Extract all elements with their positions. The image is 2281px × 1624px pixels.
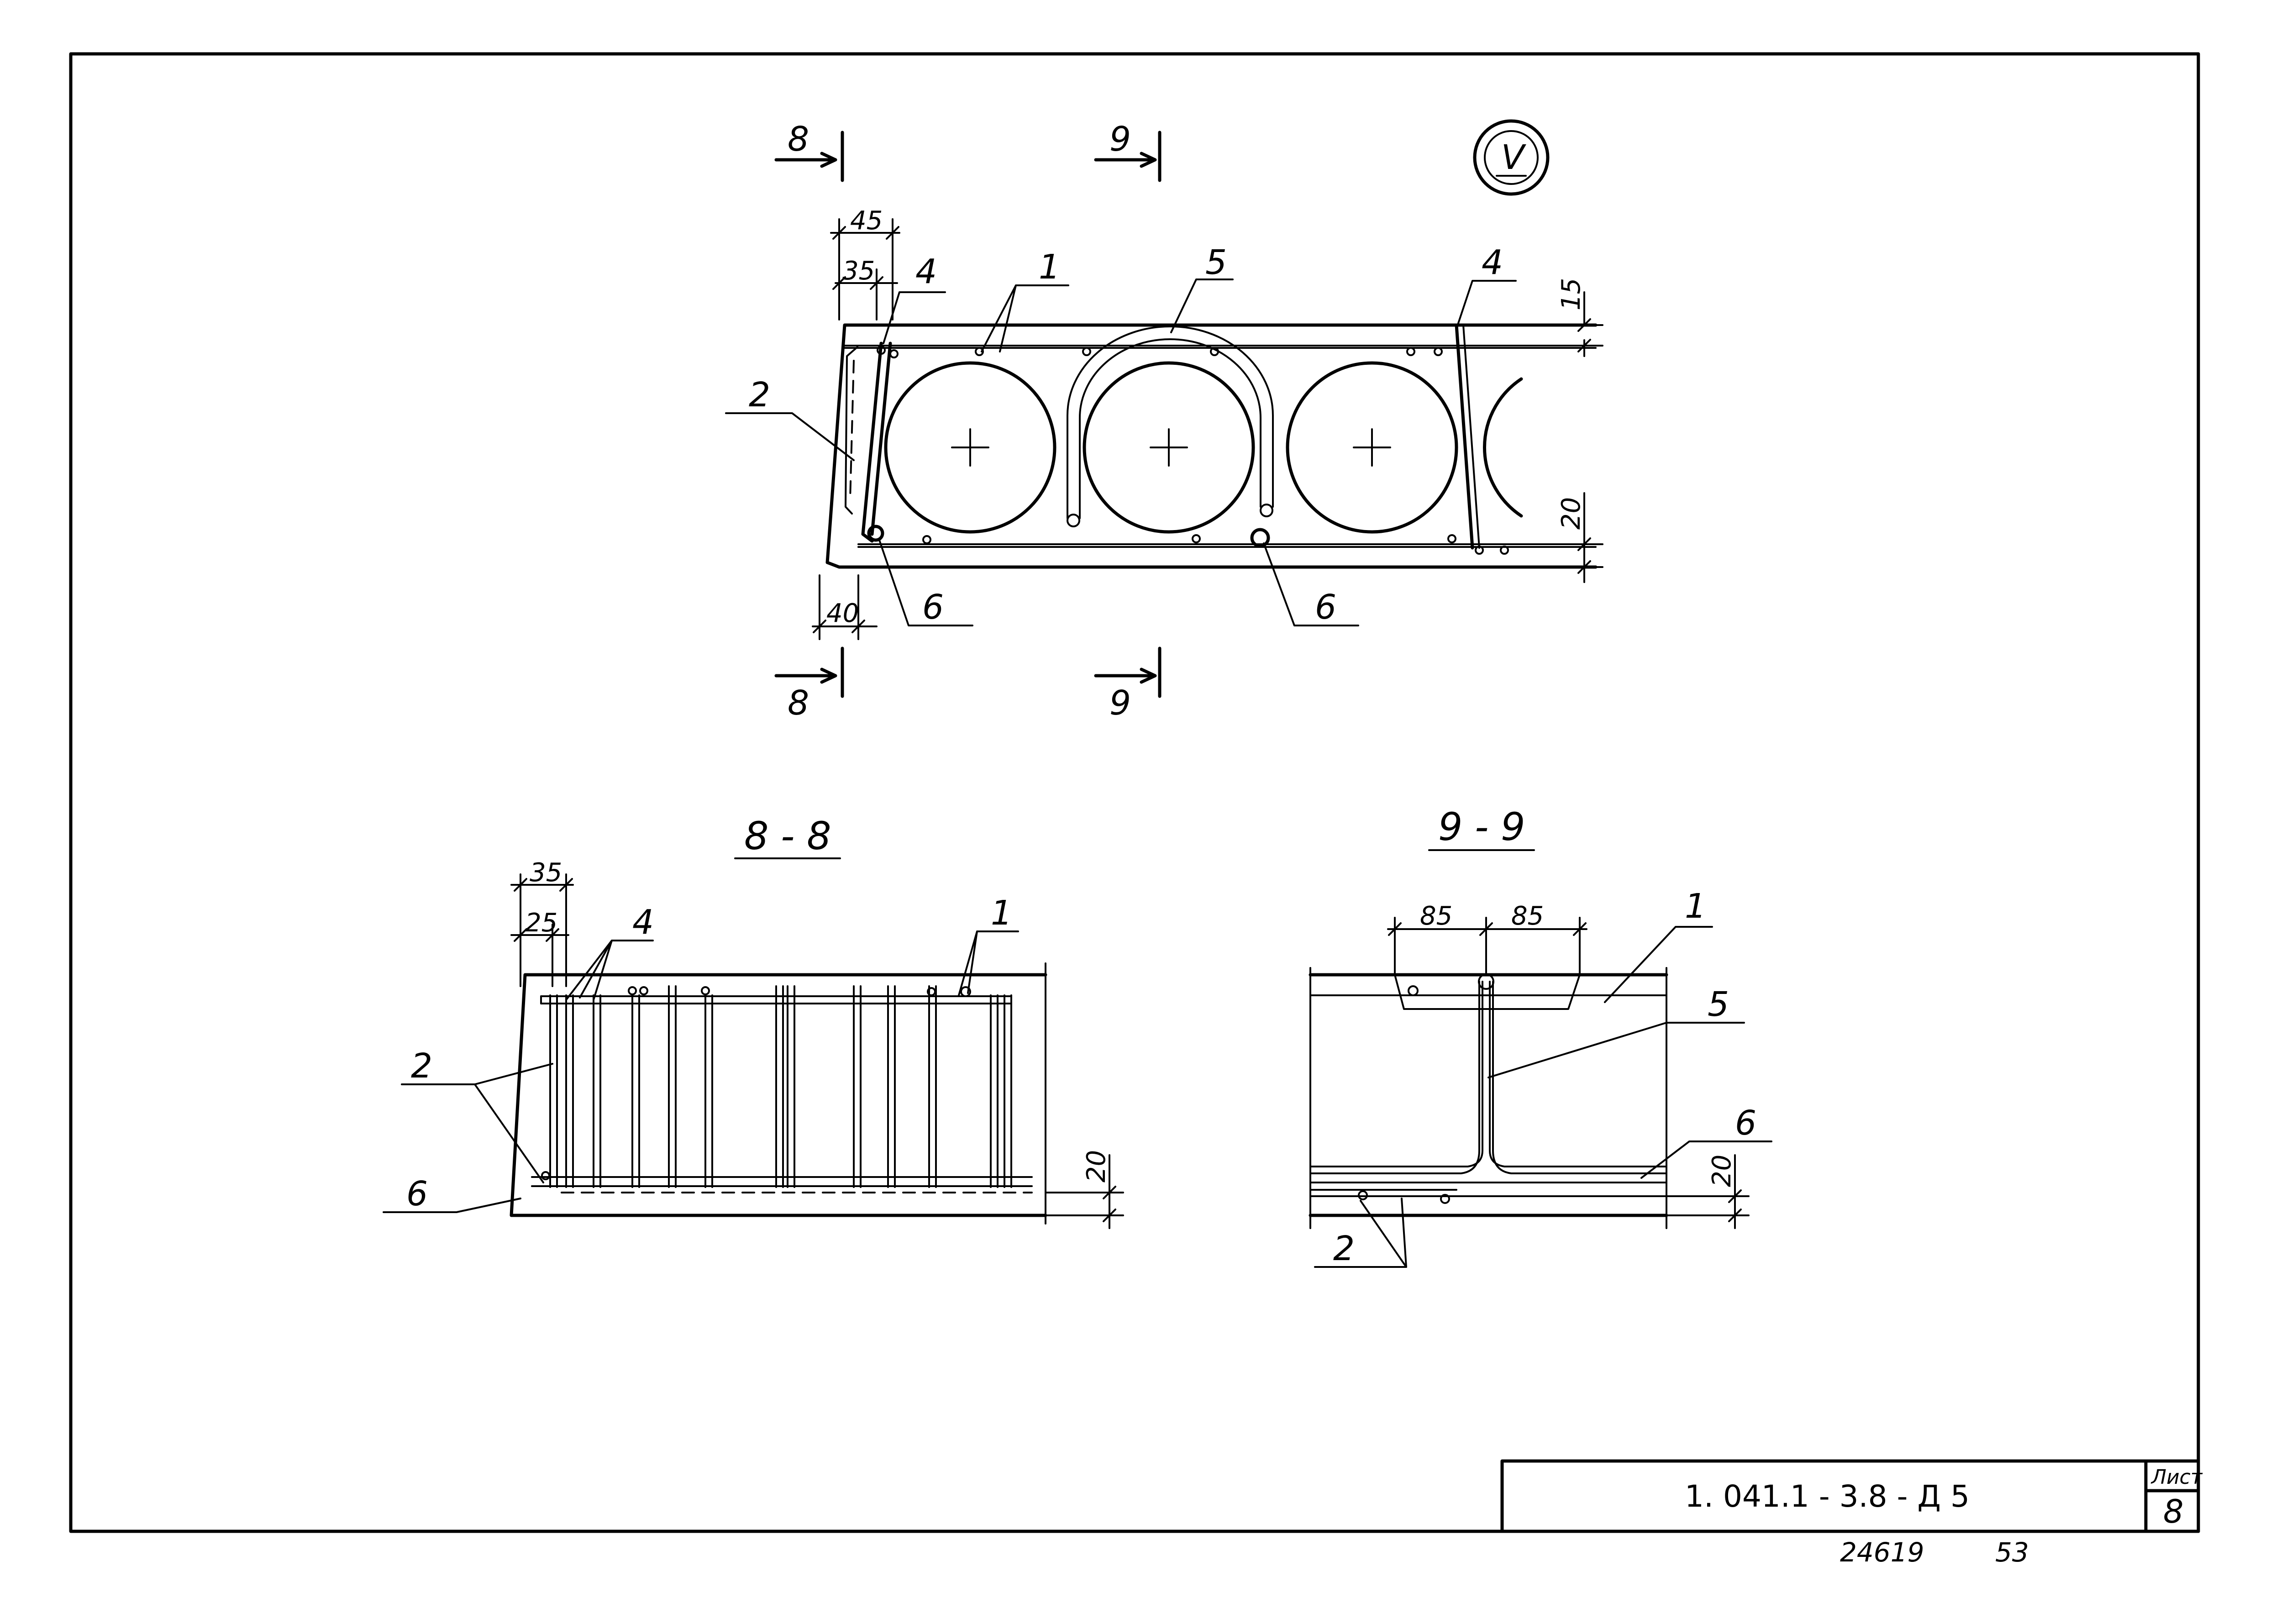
sheet-frame [69, 52, 2200, 1533]
main-view-dimensions [812, 218, 1603, 640]
detail-marker-label: V [1501, 138, 1526, 177]
dim-15: 15 [1556, 278, 1586, 310]
section-cut-markers [774, 131, 1162, 698]
section-9-9-drawing [1309, 967, 1668, 1229]
s9-dim-85-left: 85 [1420, 901, 1452, 931]
s8-callout-2: 2 [411, 1046, 432, 1086]
s9-callout-2: 2 [1333, 1229, 1355, 1268]
lifting-loop [1067, 326, 1274, 519]
dim-20: 20 [1556, 497, 1586, 530]
s8-callout-1: 1 [991, 893, 1012, 933]
void-circle [1286, 361, 1458, 534]
s8-dim-25: 25 [525, 908, 557, 938]
s8-dim-35: 35 [530, 858, 562, 888]
s9-dim-20: 20 [1707, 1155, 1737, 1187]
callout-6-right: 6 [1315, 588, 1336, 627]
slab-cross-section [825, 323, 1598, 569]
section-8-8-drawing [510, 962, 1047, 1225]
archive-page: 53 [1995, 1537, 2029, 1568]
void-circle [1083, 361, 1255, 534]
callout-4-right: 4 [1482, 243, 1503, 282]
cut-8-bottom: 8 [788, 683, 809, 723]
callout-5: 5 [1205, 243, 1227, 282]
cut-9-bottom: 9 [1109, 683, 1131, 723]
section-9-9-leaders [1314, 926, 1772, 1268]
void-circle [884, 361, 1056, 534]
void-partial [1483, 377, 1523, 518]
s9-dim-85-right: 85 [1511, 901, 1544, 931]
callout-1: 1 [1039, 247, 1060, 287]
section-8-8-dimensions [510, 873, 1124, 1229]
dim-45: 45 [850, 206, 883, 236]
main-view-leaders [725, 279, 1517, 626]
s9-callout-1: 1 [1685, 887, 1706, 926]
sheet-number: 8 [2163, 1493, 2184, 1530]
s9-callout-6: 6 [1735, 1104, 1756, 1143]
callout-2: 2 [749, 375, 770, 415]
archive-number: 24619 [1840, 1537, 1924, 1568]
s8-callout-4: 4 [632, 903, 654, 942]
s9-callout-5: 5 [1708, 985, 1729, 1024]
cut-9-top: 9 [1109, 120, 1131, 159]
s8-callout-6: 6 [406, 1174, 428, 1214]
sheet-label: Лист [2150, 1466, 2203, 1489]
dim-40: 40 [826, 599, 859, 628]
detail-marker [1473, 119, 1550, 196]
dim-35: 35 [842, 256, 875, 286]
cut-8-top: 8 [788, 120, 809, 159]
section-8-8-leaders [383, 930, 1019, 1213]
s8-dim-20: 20 [1082, 1150, 1111, 1183]
section-9-9-title: 9 - 9 [1438, 804, 1525, 849]
section-9-9-dimensions [1387, 917, 1750, 1229]
document-code: 1. 041.1 - 3.8 - Д 5 [1685, 1479, 1970, 1514]
callout-4-left: 4 [915, 252, 937, 291]
callout-6-left: 6 [922, 588, 944, 627]
section-8-8-title: 8 - 8 [744, 814, 831, 858]
